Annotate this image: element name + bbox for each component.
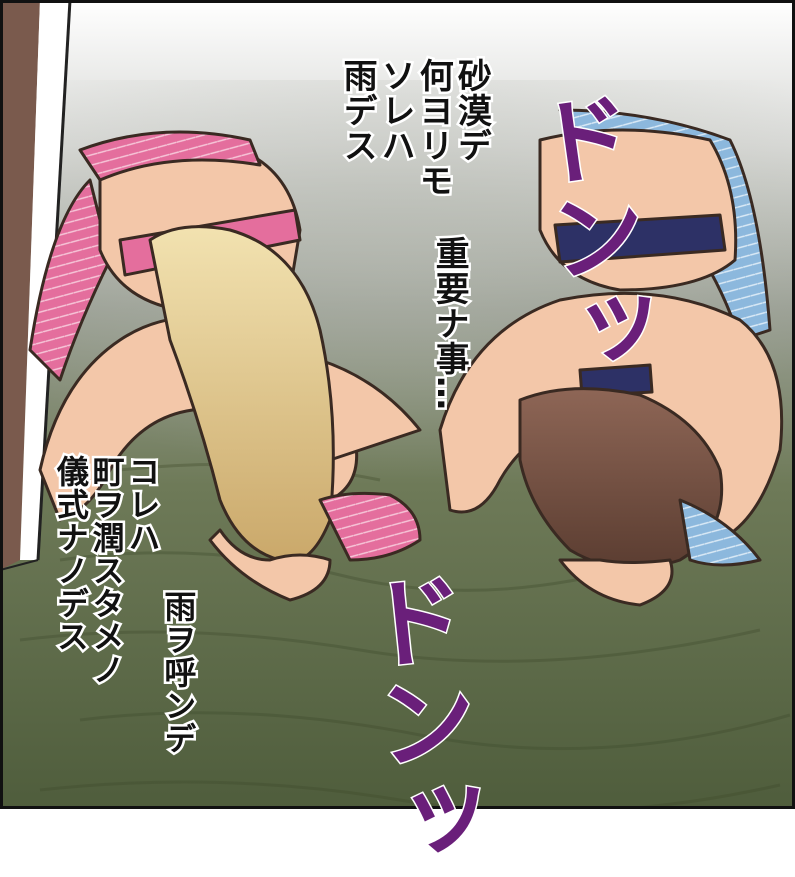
blonde-character xyxy=(28,130,422,602)
speech-line-7: コレハ xyxy=(121,453,164,557)
speech-line-6: 雨ヲ呼ンデ xyxy=(157,588,200,758)
speech-line-8: 町ヲ潤スタメノ xyxy=(85,453,128,689)
panel-border xyxy=(0,0,795,809)
ground-texture xyxy=(19,462,791,809)
speech-bubble-middle: 重要ナ事… xyxy=(427,234,472,414)
speech-line-1: 砂漠デ xyxy=(449,56,494,166)
speech-line-9: 儀式ナノデス xyxy=(49,453,92,656)
speech-line-2: 何ヨリモ xyxy=(411,56,456,201)
sound-effect-bottom: ドンッ xyxy=(342,563,493,877)
speech-line-3: ソレハ xyxy=(373,56,418,166)
speech-line-4: 雨デス xyxy=(335,56,380,166)
speech-line-5: 重要ナ事… xyxy=(427,234,472,414)
brunette-character xyxy=(438,108,784,607)
comic-panel xyxy=(0,0,795,809)
speech-bubble-left: 雨ヲ呼ンデ コレハ 町ヲ潤スタメノ 儀式ナノデス xyxy=(49,453,200,758)
speech-bubble-right: 砂漠デ 何ヨリモ ソレハ 雨デス xyxy=(335,56,494,201)
